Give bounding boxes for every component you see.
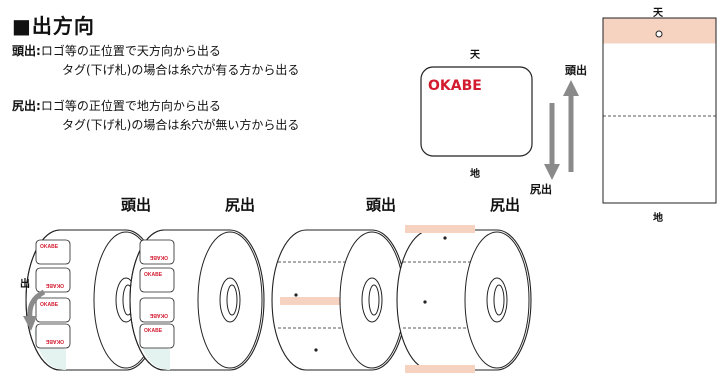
roll-label-piece (139, 239, 175, 265)
head-out-line1: ロゴ等の正位置で天方向から出る (40, 44, 221, 58)
roll-core-inner (368, 284, 380, 316)
tag-hole (294, 293, 298, 297)
side-arrow-label: 出 (20, 279, 30, 290)
roll-tag-head-out (271, 229, 407, 371)
arrow-up-icon (563, 80, 579, 172)
roll-title-4: 尻出 (489, 196, 520, 214)
roll-title-1: 頭出 (120, 196, 151, 214)
roll-label-logo: OKABE (40, 302, 59, 308)
roll-core-inner (226, 284, 238, 316)
roll-label-tail-out: OKABE OKABE OKABE OKABE (129, 229, 265, 371)
roll-face-edge (25, 229, 61, 371)
tail-out-description: 尻出:ロゴ等の正位置で地方向から出る (12, 97, 221, 116)
label-logo: OKABE (428, 78, 482, 94)
roll-title-2: 尻出 (224, 196, 255, 214)
head-out-term: 頭出 (12, 44, 37, 58)
roll-label-logo: OKABE (40, 244, 59, 250)
colon: : (36, 44, 41, 58)
label-top-text: 天 (470, 50, 480, 61)
arrow-up-label: 頭出 (565, 64, 587, 77)
tag-hole (423, 300, 427, 304)
tail-out-term: 尻出 (12, 99, 37, 113)
roll-label-logo: OKABE (149, 312, 168, 318)
tag-top-text: 天 (653, 8, 663, 19)
roll-face-edge (129, 229, 165, 371)
tag-hole (443, 236, 447, 240)
roll-label-logo: OKABE (144, 328, 163, 334)
roll-label-logo: OKABE (45, 282, 64, 288)
tag-band (280, 297, 350, 305)
roll-label-piece (139, 297, 175, 323)
head-out-line2: タグ(下げ札)の場合は糸穴が有る方から出る (62, 63, 300, 77)
roll-label-logo: OKABE (149, 254, 168, 260)
roll-label-piece (35, 323, 71, 349)
roll-core-inner (493, 284, 505, 316)
roll-label-logo: OKABE (45, 338, 64, 344)
roll-label-piece (35, 267, 71, 293)
colon: : (36, 99, 41, 113)
tag-band (405, 365, 475, 373)
tail-out-line1: ロゴ等の正位置で地方向から出る (40, 99, 221, 113)
arrow-down-icon (544, 103, 560, 180)
curved-arrow-icon (23, 289, 46, 331)
roll-tag-tail-out (396, 225, 532, 373)
tag-band (405, 225, 475, 233)
tag-hole (655, 30, 663, 38)
page-title: ■出方向 (12, 14, 95, 38)
arrow-down-label: 尻出 (530, 183, 552, 196)
roll-label-piece (139, 323, 175, 349)
roll-label-piece (35, 239, 71, 265)
roll-label-piece (35, 297, 71, 323)
tail-out-line2: タグ(下げ札)の場合は糸穴が無い方から出る (62, 118, 300, 132)
roll-label-logo: OKABE (144, 272, 163, 278)
tag-card (602, 17, 717, 204)
tag-hole (314, 348, 318, 352)
head-out-description: 頭出:ロゴ等の正位置で天方向から出る (12, 42, 221, 61)
label-bottom-text: 地 (470, 169, 480, 180)
roll-title-3: 頭出 (365, 196, 396, 214)
tag-bottom-text: 地 (653, 213, 663, 224)
label-card (420, 66, 533, 157)
roll-label-piece (139, 267, 175, 293)
